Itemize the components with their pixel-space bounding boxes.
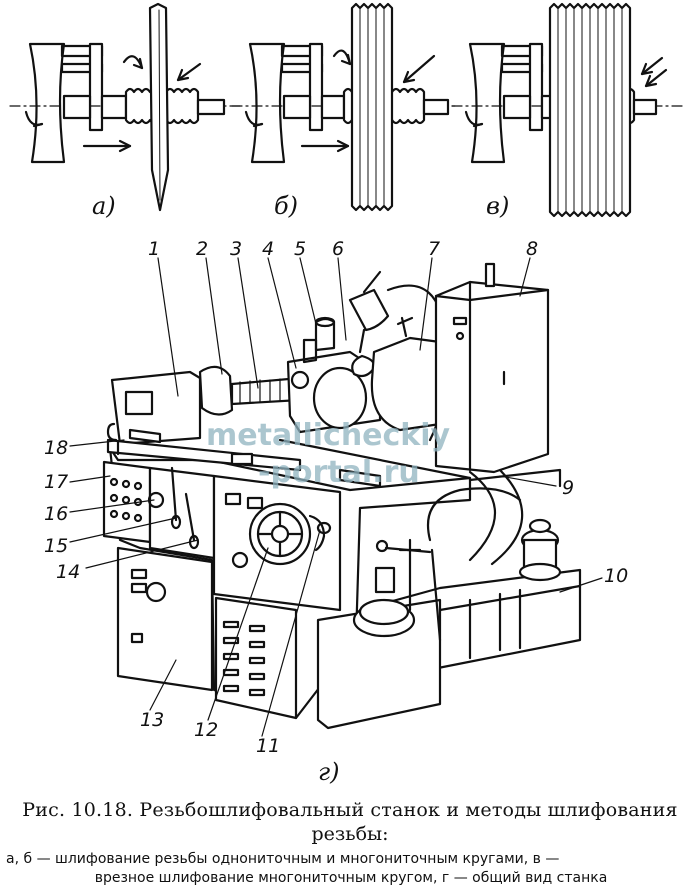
watermark-line2: -portal.ru — [258, 455, 420, 490]
caption-title-part2: резьбы: — [311, 823, 389, 845]
part-number-7: 7 — [428, 238, 440, 260]
part-number-10: 10 — [604, 565, 628, 587]
watermark-line1: metallicheckiy — [206, 418, 451, 453]
part-number-6: 6 — [332, 238, 344, 260]
figure-drawing: metallicheckiy -portal.ru а) б) в) г) 1 … — [9, 2, 683, 786]
part-number-13: 13 — [140, 709, 164, 731]
leader-lines — [69, 257, 603, 737]
scheme-v-plunge-grinding — [451, 2, 683, 218]
part-number-5: 5 — [294, 238, 306, 260]
part-number-9: 9 — [562, 477, 574, 499]
part-number-15: 15 — [44, 535, 68, 557]
part-number-18: 18 — [44, 437, 68, 459]
part-number-4: 4 — [262, 238, 274, 260]
caption-number: 10.18. — [71, 799, 134, 821]
label-g: г) — [318, 758, 340, 786]
part-number-16: 16 — [44, 503, 68, 525]
label-v: в) — [486, 192, 509, 220]
figure-caption-title: Рис. 10.18. Резьбошлифовальный станок и … — [0, 798, 700, 822]
legend-line2: врезное шлифование многониточным кругом,… — [94, 870, 608, 886]
part-number-11: 11 — [256, 735, 280, 757]
part-number-1: 1 — [148, 238, 160, 260]
caption-title-part1: Резьбошлифовальный станок и методы шлифо… — [139, 799, 678, 821]
figure-legend: а, б — шлифование резьбы однониточным и … — [6, 850, 696, 888]
part-number-3: 3 — [230, 238, 242, 260]
part-number-17: 17 — [44, 471, 68, 493]
part-number-14: 14 — [56, 561, 80, 583]
label-a: а) — [92, 192, 116, 220]
scheme-a-single-thread-wheel — [9, 2, 241, 212]
part-number-12: 12 — [194, 719, 218, 741]
part-number-8: 8 — [526, 238, 538, 260]
part-number-2: 2 — [196, 238, 208, 260]
caption-label: Рис. — [22, 799, 66, 821]
label-b: б) — [274, 192, 298, 220]
legend-line1: а, б — шлифование резьбы однониточным и … — [6, 851, 560, 867]
figure-caption-title-cont: резьбы: — [0, 822, 700, 846]
scheme-b-multi-thread-wheel — [231, 2, 456, 212]
machine-general-view — [102, 262, 582, 730]
